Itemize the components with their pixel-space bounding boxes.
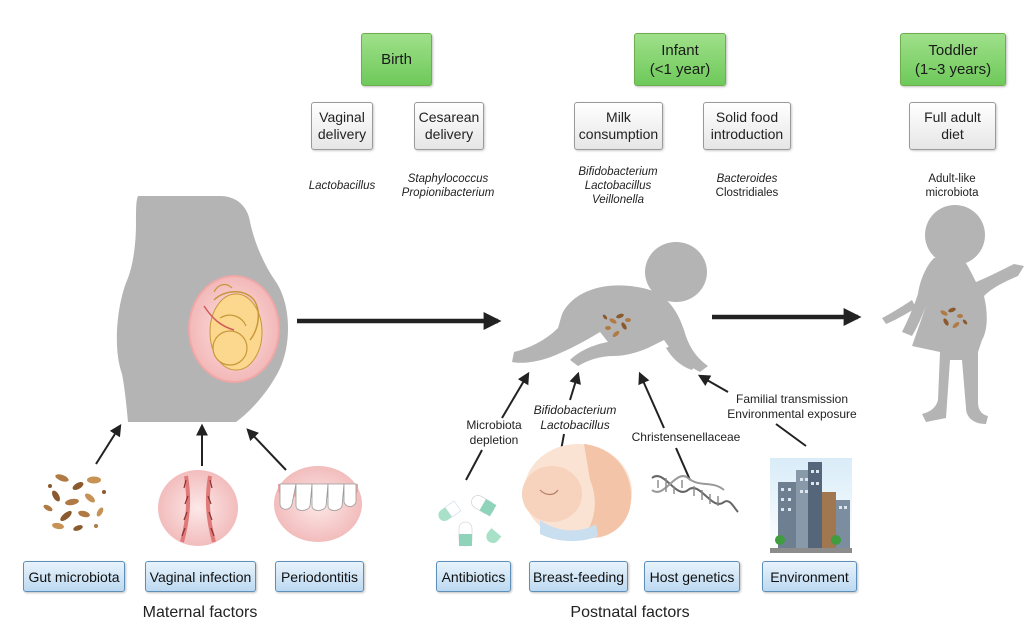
label-environment-transmission-0: Familial transmission [735,392,849,406]
teeth-icon [274,466,362,542]
postnatal-factors-caption: Postnatal factors [570,604,690,621]
factor-vaginal-infection-label: Vaginal infection [149,568,252,585]
factor-antibiotics-label: Antibiotics [441,568,506,585]
factor-gut-microbiota-label: Gut microbiota [28,568,120,585]
bacteria-solid-1: Clostridiales [715,187,779,199]
breastfeeding-icon [522,444,632,542]
label-christensenellaceae-0: Christensenellaceae [631,430,741,444]
stage-toddler-age: (1~3 years) [914,60,992,78]
stage-birth-label: Birth [381,51,412,68]
bacteria-cesarean: Staphylococcus Propionibacterium [388,172,508,200]
label-christensenellaceae: Christensenellaceae [628,430,744,445]
baby-gut-microbiota-icon [602,313,631,337]
bacteria-toddler: Adult-like microbiota [902,172,1002,200]
bacteria-cesarean-0: Staphylococcus [407,173,489,185]
substage-vaginal-delivery: Vaginal delivery [311,102,373,150]
factor-periodontitis: Periodontitis [275,561,364,592]
factor-breast-feeding-label: Breast-feeding [532,568,625,585]
toddler-gut-microbiota-icon [940,307,968,328]
factor-antibiotics: Antibiotics [436,561,511,592]
substage-adult-line1: Full adult [924,109,981,125]
stage-infant: Infant (<1 year) [634,33,726,86]
factor-periodontitis-label: Periodontitis [280,568,359,585]
vaginal-infection-icon [158,470,238,546]
substage-cesarean-line1: Cesarean [418,109,480,125]
substage-milk-consumption: Milk consumption [574,102,663,150]
factor-host-genetics-label: Host genetics [649,568,735,585]
arrow-genetics-to-infant [638,371,665,429]
substage-cesarean-line2: delivery [424,126,474,142]
factor-environment: Environment [762,561,857,592]
label-breastfeeding-bacteria-0: Bifidobacterium [533,403,617,417]
toddler-icon [882,205,1024,424]
substage-solid-line2: introduction [710,126,784,142]
city-icon [770,458,852,554]
label-breastfeeding-bacteria: Bifidobacterium Lactobacillus [527,403,623,433]
substage-adult-line2: diet [941,126,964,142]
label-microbiota-depletion: Microbiota depletion [459,418,529,448]
substage-full-adult-diet: Full adult diet [909,102,996,150]
label-environment-transmission-1: Environmental exposure [727,407,857,421]
bacteria-toddler-0: Adult-like [928,173,976,185]
stage-infant-age: (<1 year) [649,60,711,78]
crawling-baby-icon [512,242,708,372]
label-microbiota-depletion-0: Microbiota [466,418,522,432]
substage-cesarean-delivery: Cesarean delivery [414,102,484,150]
bacteria-toddler-1: microbiota [925,187,979,199]
substage-milk-line2: consumption [578,126,659,142]
arrow-antibiotics-to-infant [501,371,530,419]
bacteria-milk-2: Veillonella [592,194,644,206]
substage-milk-line1: Milk [606,109,631,125]
pills-icon [438,495,510,547]
factor-host-genetics: Host genetics [644,561,740,592]
arrow-perio-to-mother [246,428,287,471]
substage-vaginal-line2: delivery [317,126,367,142]
bacteria-solid: Bacteroides Clostridiales [692,172,802,200]
maternal-factors-caption: Maternal factors [142,604,258,621]
factor-environment-label: Environment [770,568,849,585]
substage-solid-food: Solid food introduction [703,102,791,150]
substage-solid-line1: Solid food [715,109,779,125]
bacteria-milk-0: Bifidobacterium [578,166,658,178]
label-environment-transmission: Familial transmission Environmental expo… [722,392,862,422]
arrow-gut-to-mother [95,423,122,465]
gut-microbiota-icon [43,474,106,531]
stage-toddler: Toddler (1~3 years) [900,33,1006,86]
dna-icon [651,475,739,513]
factor-breast-feeding: Breast-feeding [529,561,628,592]
label-microbiota-depletion-1: depletion [469,433,519,447]
label-breastfeeding-bacteria-1: Lactobacillus [540,418,610,432]
bacteria-solid-0: Bacteroides [716,173,778,185]
factor-vaginal-infection: Vaginal infection [145,561,256,592]
bacteria-vaginal: Lactobacillus [292,179,392,193]
substage-vaginal-line1: Vaginal [319,109,365,125]
bacteria-vaginal-0: Lactobacillus [308,180,376,192]
stage-infant-title: Infant [661,41,699,59]
bacteria-milk-1: Lactobacillus [584,180,652,192]
stage-toddler-title: Toddler [928,41,978,59]
bacteria-cesarean-1: Propionibacterium [401,187,495,199]
arrow-environment-to-infant [697,374,729,393]
fetus-icon [188,275,280,383]
bacteria-milk: Bifidobacterium Lactobacillus Veillonell… [560,165,676,207]
arrow-breastfeeding-to-infant [569,371,581,401]
factor-gut-microbiota: Gut microbiota [23,561,125,592]
stage-birth: Birth [361,33,432,86]
